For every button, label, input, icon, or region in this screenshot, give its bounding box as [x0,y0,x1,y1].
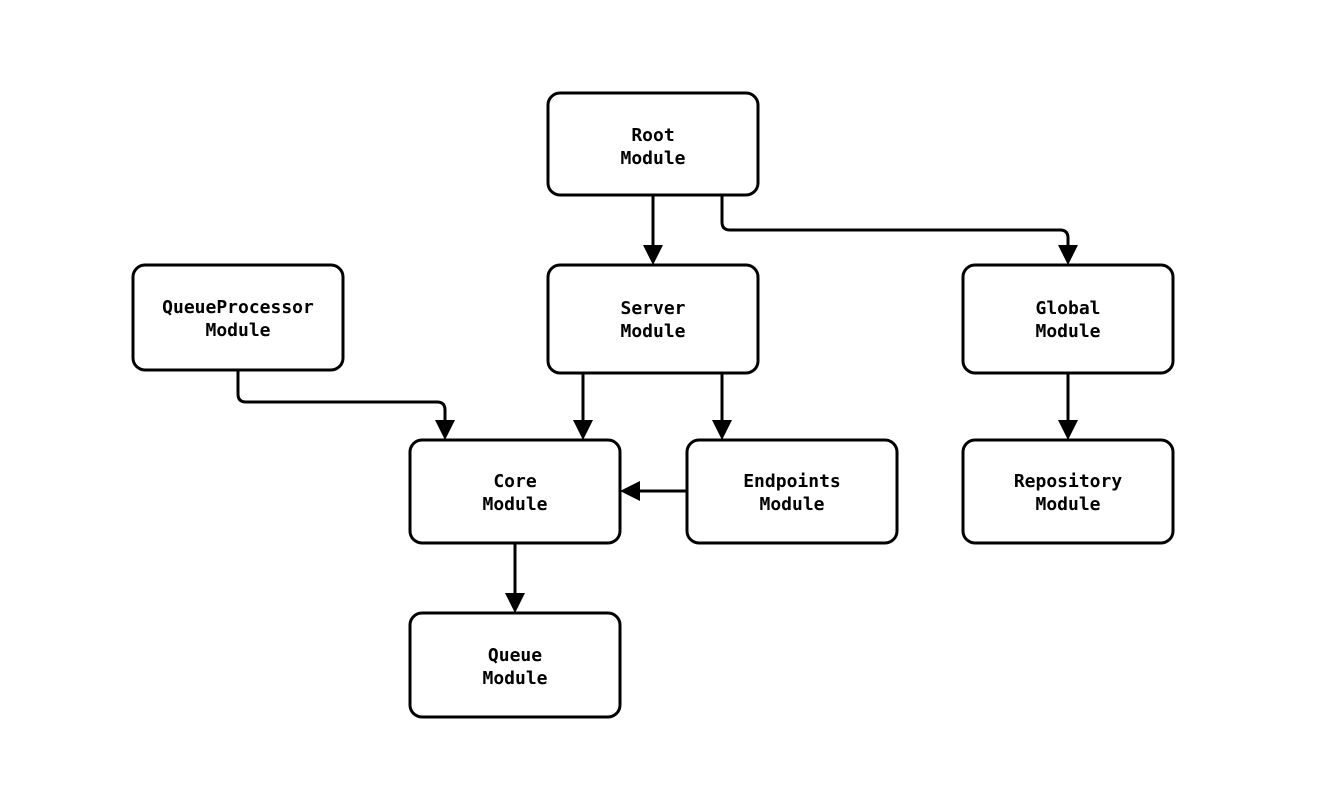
node-endpoints-module[interactable]: Endpoints Module [685,438,899,545]
edge-root-global-line [720,195,1070,248]
edge-queueprocessor-core[interactable] [236,370,455,440]
node-core-module-box [408,438,622,545]
edge-server-core[interactable] [573,373,593,440]
edge-global-repository-arrowhead [1058,420,1078,440]
edge-core-queue-arrowhead [505,593,525,613]
node-queueprocessor-module-label-line1: QueueProcessor [162,297,314,318]
node-queueprocessor-module-box [131,263,345,372]
edge-root-global-arrowhead [1058,245,1078,265]
node-root-module-box [546,91,760,197]
node-endpoints-module-box [685,438,899,545]
edge-root-server-arrowhead [643,245,663,265]
node-global-module[interactable]: Global Module [961,263,1175,375]
edge-layer [236,195,1078,613]
node-global-module-label-line2: Module [1035,321,1100,342]
edge-global-repository[interactable] [1058,373,1078,440]
edge-queueprocessor-core-line [236,370,447,423]
edge-queueprocessor-core-arrowhead [435,420,455,440]
node-global-module-box [961,263,1175,375]
node-root-module[interactable]: Root Module [546,91,760,197]
node-endpoints-module-label-line1: Endpoints [743,471,841,492]
edge-root-server[interactable] [643,195,663,265]
node-repository-module-label-line1: Repository [1014,471,1123,492]
node-repository-module[interactable]: Repository Module [961,438,1175,545]
edge-core-queue[interactable] [505,543,525,613]
edge-server-core-arrowhead [573,420,593,440]
node-queueprocessor-module-label-line2: Module [205,320,270,341]
node-server-module-box [546,263,760,375]
node-queue-module[interactable]: Queue Module [408,611,622,719]
node-queue-module-label-line1: Queue [488,645,542,666]
edge-server-endpoints-arrowhead [712,420,732,440]
node-server-module-label-line1: Server [620,298,685,319]
node-root-module-label-line2: Module [620,148,685,169]
edge-endpoints-core-arrowhead [620,481,640,501]
node-core-module-label-line2: Module [482,494,547,515]
node-queue-module-label-line2: Module [482,668,547,689]
node-server-module[interactable]: Server Module [546,263,760,375]
edge-root-global[interactable] [720,195,1078,265]
node-endpoints-module-label-line2: Module [759,494,824,515]
node-core-module[interactable]: Core Module [408,438,622,545]
node-root-module-label-line1: Root [631,125,674,146]
edge-endpoints-core[interactable] [620,481,687,501]
node-queue-module-box [408,611,622,719]
edge-server-endpoints[interactable] [712,373,732,440]
node-server-module-label-line2: Module [620,321,685,342]
node-queueprocessor-module[interactable]: QueueProcessor Module [131,263,345,372]
node-repository-module-box [961,438,1175,545]
node-layer: Root Module QueueProcessor Module Server… [131,91,1175,719]
node-core-module-label-line1: Core [493,471,537,492]
node-global-module-label-line1: Global [1035,298,1100,319]
node-repository-module-label-line2: Module [1035,494,1100,515]
